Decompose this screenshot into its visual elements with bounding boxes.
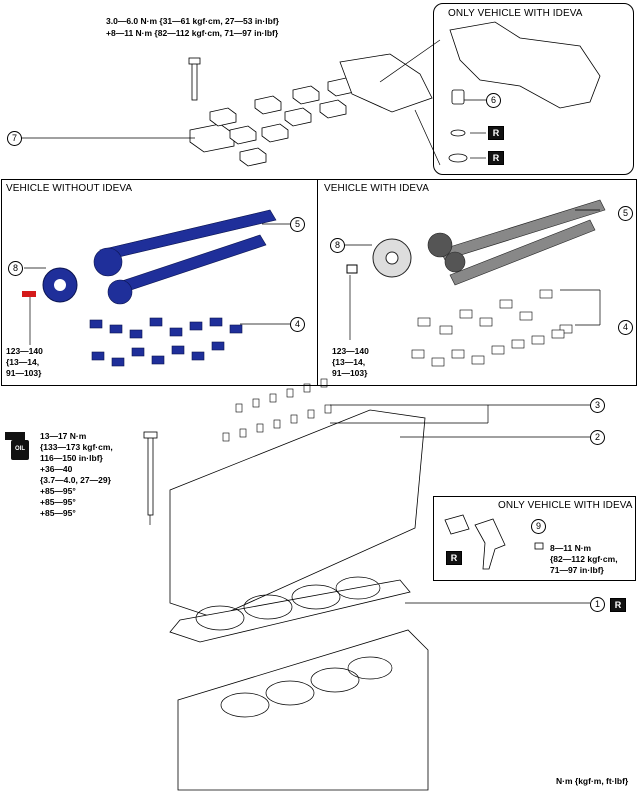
bracket-bolt-shape [191,61,198,101]
ideva-inset-bottom-title: ONLY VEHICLE WITH IDEVA [498,500,633,511]
camshaft-panels [1,179,637,386]
ideva-inset-bottom: ONLY VEHICLE WITH IDEVA [433,496,636,581]
camshaft-cap-7 [189,123,235,153]
panel-with-ideva-torque: 123—140 {13—14, 91—103} [332,346,369,378]
ideva-bottom-torque: 8—11 N·m {82—112 kgf·cm, 71—97 in·lbf} [550,543,618,575]
callout-7: 7 [7,131,22,146]
replace-badge-top-2: R [488,151,504,165]
replace-badge-gasket: R [610,598,626,612]
callout-5-without: 5 [290,217,305,232]
callout-5-with: 5 [618,206,633,221]
callout-9: 9 [531,519,546,534]
replace-badge-top-1: R [488,126,504,140]
oil-can-icon: OIL [5,432,33,462]
callout-4-without: 4 [290,317,305,332]
callout-8-with: 8 [330,238,345,253]
panel-with-ideva-title: VEHICLE WITH IDEVA [324,183,429,194]
ideva-inset-top-title: ONLY VEHICLE WITH IDEVA [448,8,583,19]
oil-can-label: OIL [15,446,25,452]
replace-badge-bottom: R [446,551,462,565]
panel-without-ideva-title: VEHICLE WITHOUT IDEVA [6,183,133,194]
cylinder-head-shape [169,409,426,619]
panel-without-ideva-torque: 123—140 {13—14, 91—103} [6,346,43,378]
head-gasket-shape [169,579,411,643]
ideva-bracket-shape [339,53,433,113]
callout-4-with: 4 [618,320,633,335]
head-bolt-torque: 13—17 N·m {133—173 kgf·cm, 116—150 in·lb… [40,431,113,518]
callout-8-without: 8 [8,261,23,276]
callout-3: 3 [590,398,605,413]
callout-6: 6 [486,93,501,108]
sprocket-bolt-red [22,291,36,297]
cylinder-block-shape [177,629,429,791]
units-note: N·m {kgf·m, ft·lbf} [556,776,629,786]
top-bolt-torque-line1: 3.0—6.0 N·m {31—61 kgf·cm, 27—53 in·lbf} [106,16,279,26]
panel-divider [317,180,318,385]
callout-1: 1 [590,597,605,612]
callout-2: 2 [590,430,605,445]
top-bolt-torque-line2: +8—11 N·m {82—112 kgf·cm, 71—97 in·lbf} [106,28,279,38]
ideva-inset-top: ONLY VEHICLE WITH IDEVA [433,3,634,175]
